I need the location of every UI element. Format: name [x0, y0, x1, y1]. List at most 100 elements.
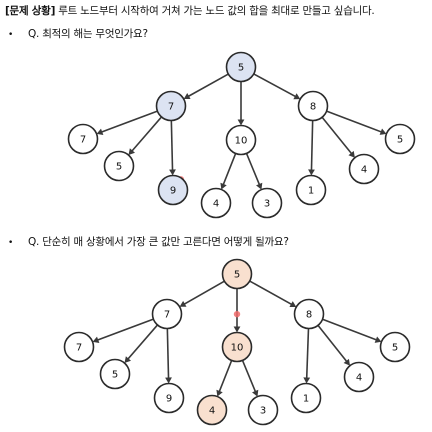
- arrow-head-icon: [233, 326, 241, 333]
- tree-node: 5: [379, 331, 411, 363]
- arrow-head-icon: [220, 182, 227, 190]
- tree-edge: [308, 120, 315, 176]
- arrow-head-icon: [165, 377, 172, 384]
- tree-edge: [179, 280, 225, 307]
- tree-node: 4: [343, 361, 375, 393]
- arrow-head-icon: [92, 336, 100, 343]
- tree-edge: [253, 73, 301, 100]
- tree-node: 7: [155, 90, 187, 122]
- node-value: 7: [164, 310, 170, 321]
- tree-edge: [220, 153, 237, 190]
- arrow-head-icon: [379, 128, 387, 135]
- tree-node: 5: [221, 258, 253, 290]
- node-value: 4: [356, 373, 362, 384]
- node-value: 3: [264, 199, 270, 210]
- arrow-head-icon: [96, 128, 104, 135]
- tree-edge: [241, 360, 259, 397]
- arrow-head-icon: [124, 356, 131, 364]
- tree-node: 10: [225, 124, 257, 156]
- node-value: 5: [116, 162, 122, 173]
- tree-node: 9: [157, 174, 189, 206]
- tree-edge: [245, 153, 263, 190]
- tree-node: 1: [290, 382, 322, 414]
- tree-node: 7: [151, 298, 183, 330]
- tree-edge: [233, 288, 241, 333]
- arrow-head-icon: [289, 301, 297, 308]
- tree-node: 5: [384, 123, 416, 155]
- node-value: 10: [235, 136, 248, 147]
- bullet-icon: •: [8, 238, 14, 248]
- cursor-marker-icon: [233, 310, 241, 318]
- node-value: 7: [80, 135, 86, 146]
- tree-edge: [165, 328, 172, 384]
- problem-statement: [문제 상황] 루트 노드부터 시작하여 거쳐 가는 노드 값의 합을 최대로 …: [5, 4, 429, 19]
- arrow-head-icon: [343, 358, 350, 366]
- arrow-head-icon: [348, 150, 355, 158]
- tree-edge: [183, 73, 229, 99]
- arrow-head-icon: [216, 389, 223, 397]
- tree-node: 4: [348, 153, 380, 185]
- tree-node: 9: [153, 382, 185, 414]
- tree-edge: [321, 116, 355, 158]
- tree-edge: [216, 360, 233, 397]
- tree-edge: [237, 81, 245, 126]
- node-value: 5: [392, 343, 398, 354]
- problem-text: 루트 노드부터 시작하여 거쳐 가는 노드 값의 합을 최대로 만들고 싶습니다…: [55, 5, 375, 17]
- tree-node: 1: [295, 174, 327, 206]
- arrow-head-icon: [237, 119, 245, 126]
- node-value: 5: [234, 270, 240, 281]
- node-value: 10: [231, 343, 244, 354]
- question-optimal: • Q. 최적의 해는 무엇인가요?: [8, 27, 148, 42]
- tree-node: 5: [225, 51, 257, 83]
- tree-edge: [128, 116, 163, 156]
- node-value: 5: [397, 135, 403, 146]
- arrow-head-icon: [303, 377, 311, 384]
- node-value: 4: [361, 165, 367, 176]
- arrow-head-icon: [128, 148, 135, 156]
- tree-edge: [317, 324, 350, 366]
- tree-edge: [322, 318, 382, 343]
- tree-node: 5: [103, 150, 135, 182]
- tree-node: 7: [63, 331, 95, 363]
- greedy-path-tree: 5 7 10 8 7 5 9 4 3 1 4 5: [63, 258, 411, 426]
- tree-node: 8: [293, 298, 325, 330]
- arrow-head-icon: [169, 169, 176, 176]
- problem-tag: [문제 상황]: [5, 5, 56, 17]
- tree-edge: [169, 120, 176, 176]
- question-optimal-text: Q. 최적의 해는 무엇인가요?: [28, 28, 148, 40]
- arrow-head-icon: [252, 389, 259, 397]
- tree-node: 10: [221, 331, 253, 363]
- arrow-head-icon: [374, 336, 382, 343]
- tree-edge: [92, 318, 154, 343]
- tree-node: 8: [297, 90, 329, 122]
- bullet-icon: •: [8, 30, 14, 40]
- tree-node: 4: [196, 394, 228, 426]
- tree-edge: [124, 324, 159, 364]
- node-value: 1: [308, 186, 314, 197]
- tree-edge: [249, 280, 297, 308]
- arrow-head-icon: [308, 169, 315, 176]
- arrow-head-icon: [179, 300, 187, 307]
- node-value: 7: [168, 102, 174, 113]
- node-value: 4: [209, 406, 215, 417]
- question-greedy: •Q. 단순히 매 상황에서 가장 큰 값만 고른다면 어떻게 될까요?: [8, 235, 289, 250]
- arrow-head-icon: [256, 182, 263, 190]
- node-value: 8: [306, 310, 312, 321]
- node-value: 9: [166, 394, 172, 405]
- tree-node: 3: [247, 394, 279, 426]
- node-value: 4: [213, 199, 219, 210]
- arrow-head-icon: [183, 93, 191, 99]
- tree-node: 4: [200, 187, 232, 219]
- tree-edge: [326, 110, 387, 135]
- node-value: 1: [303, 394, 309, 405]
- node-value: 8: [310, 102, 316, 113]
- node-value: 3: [260, 406, 266, 417]
- tree-edge: [96, 110, 158, 135]
- tree-edge: [303, 328, 311, 384]
- tree-node: 7: [67, 123, 99, 155]
- node-value: 7: [76, 343, 82, 354]
- arrow-head-icon: [293, 93, 301, 100]
- node-value: 5: [238, 63, 244, 74]
- node-value: 5: [112, 370, 118, 381]
- node-value: 9: [170, 186, 176, 197]
